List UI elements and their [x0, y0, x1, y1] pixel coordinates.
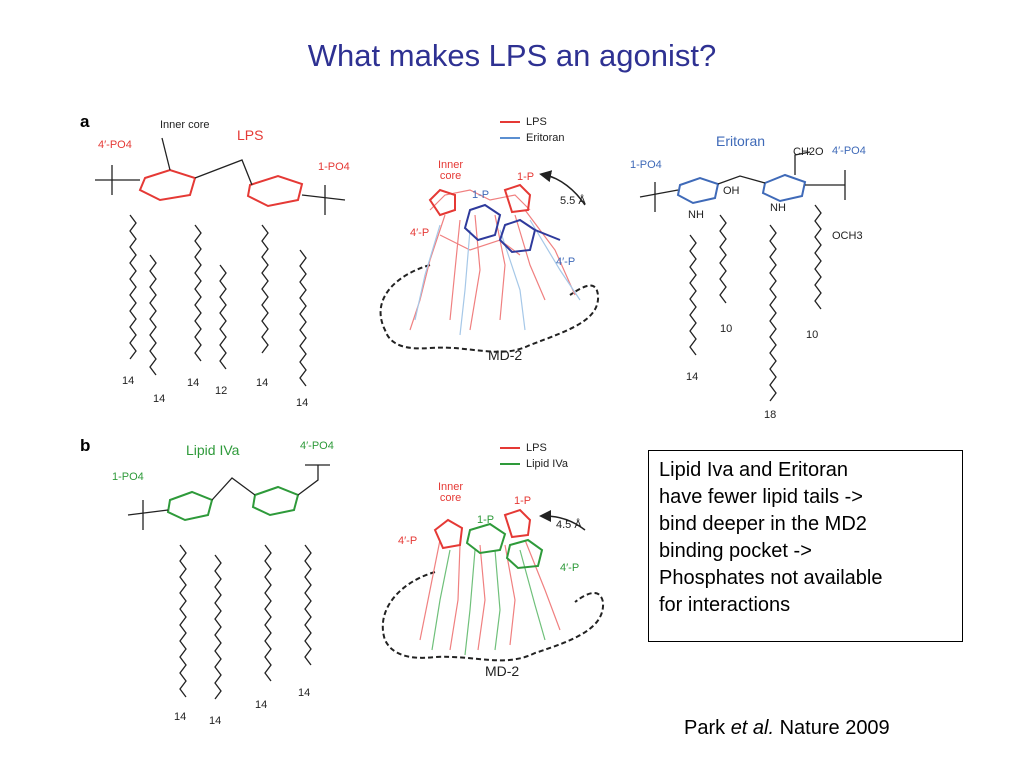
panel-b-label: b [80, 436, 91, 455]
lps-chain-number: 14 [256, 377, 269, 389]
lipid-phos-left: 1-PO4 [112, 471, 144, 483]
callout-line: bind deeper in the MD2 [659, 513, 867, 535]
eritoran-name: Eritoran [716, 133, 766, 149]
lipid-chain-1 [179, 544, 187, 698]
eritoran-overlay-light [414, 219, 581, 336]
eritoran-chain-2 [719, 214, 727, 304]
eritoran-structure [639, 151, 846, 402]
citation-etal: et al. [730, 717, 775, 739]
overlay-a-inner-core: Inner core [438, 159, 464, 182]
slide-title: What makes LPS an agonist? [307, 38, 717, 73]
eritoran-chain-number: 10 [720, 323, 733, 335]
callout-line: binding pocket -> [659, 540, 812, 562]
overlay-b-1p-lipid: 1-P [477, 514, 495, 526]
eritoran-phos-right: 4′-PO4 [832, 145, 866, 157]
callout-line: have fewer lipid tails -> [659, 486, 863, 508]
lipid-iva-name: Lipid IVa [186, 442, 240, 458]
lipid-phos-right: 4′-PO4 [300, 440, 334, 452]
lps-chain-number: 14 [296, 397, 309, 409]
overlay-a-legend-eritoran: Eritoran [526, 132, 565, 144]
eritoran-group: OCH3 [832, 230, 863, 242]
citation-journal: Nature 2009 [774, 717, 890, 739]
lps-chain-4 [219, 264, 227, 370]
lps-chain-1 [129, 214, 137, 360]
md2-pocket-b [381, 447, 605, 662]
lipid-chain-number: 14 [298, 687, 311, 699]
lps-chain-2 [149, 254, 157, 376]
eritoran-phos-left: 1-PO4 [630, 159, 662, 171]
eritoran-left-ring [676, 176, 720, 205]
overlay-b-4p-lipid: 4′-P [560, 562, 580, 574]
citation: Park et al. Nature 2009 [684, 717, 890, 740]
eritoran-chain-number: 18 [764, 409, 777, 421]
overlay-a-4p: 4′-P [410, 227, 430, 239]
lipid-right-ring [251, 485, 300, 517]
lps-structure [95, 137, 346, 387]
callout-box: Lipid Iva and Eritoran have fewer lipid … [648, 450, 963, 642]
lps-chain-6 [299, 249, 307, 387]
overlay-b-1p: 1-P [514, 495, 532, 507]
lipid-chain-number: 14 [209, 715, 222, 727]
citation-author: Park [684, 717, 731, 739]
lps-phos-right: 1-PO4 [318, 161, 350, 173]
lps-overlay-red-b [419, 539, 561, 651]
lps-chain-number: 12 [215, 385, 228, 397]
overlay-b-inner-core: Inner core [438, 481, 464, 504]
lps-phos-left: 4′-PO4 [98, 139, 132, 151]
overlay-a-shift: 5.5 Å [560, 195, 586, 207]
lipid-chain-4 [304, 544, 312, 666]
overlay-b-legend-lipid: Lipid IVa [526, 458, 568, 470]
overlay-a-md2: MD-2 [488, 347, 523, 363]
eritoran-chain-number: 14 [686, 371, 699, 383]
lipid-overlay-green [465, 522, 544, 570]
lps-inner-core-label: Inner core [160, 119, 210, 131]
eritoran-group: OH [723, 185, 740, 197]
eritoran-group: NH [688, 209, 704, 221]
overlay-b-shift: 4.5 Å [556, 519, 582, 531]
lps-overlay-red [409, 189, 576, 331]
eritoran-chain-number: 10 [806, 329, 819, 341]
lipid-chain-number: 14 [174, 711, 187, 723]
lipid-chain-3 [264, 544, 272, 682]
overlay-a-1p: 1-P [517, 171, 535, 183]
overlay-b-4p: 4′-P [398, 535, 418, 547]
eritoran-chain-4 [814, 204, 822, 310]
overlay-a-1p-eritoran: 1-P [472, 189, 490, 201]
lipid-iva-structure [127, 464, 330, 700]
lps-chain-5 [261, 224, 269, 354]
lps-left-sugar-ring [138, 168, 197, 202]
lps-chain-3 [194, 224, 202, 362]
lps-chain-number: 14 [153, 393, 166, 405]
panel-a-label: a [80, 112, 90, 131]
lps-overlay-core-b [433, 508, 532, 550]
callout-line: Phosphates not available [659, 567, 883, 589]
callout-line: Lipid Iva and Eritoran [659, 459, 849, 481]
lipid-left-ring [166, 490, 214, 522]
lps-overlay-core [428, 183, 532, 217]
lps-right-sugar-ring [246, 174, 304, 208]
eritoran-chain-3 [769, 224, 777, 402]
md2-pocket-a [379, 121, 600, 353]
callout-line: for interactions [659, 594, 791, 616]
lps-name: LPS [237, 127, 264, 143]
eritoran-overlay-blue [463, 203, 561, 254]
overlay-b-legend-lps: LPS [526, 442, 547, 454]
overlay-b-md2: MD-2 [485, 663, 520, 679]
eritoran-chain-1 [689, 234, 697, 356]
eritoran-group: CH2O [793, 146, 824, 158]
lipid-chain-2 [214, 554, 222, 700]
lps-chain-number: 14 [187, 377, 200, 389]
lps-chain-number: 14 [122, 375, 135, 387]
eritoran-group: NH [770, 202, 786, 214]
overlay-a-legend-lps: LPS [526, 116, 547, 128]
overlay-a-4p-eritoran: 4′-P [556, 256, 576, 268]
lipid-overlay-light [431, 549, 546, 656]
eritoran-right-ring [761, 173, 807, 203]
lipid-chain-number: 14 [255, 699, 268, 711]
